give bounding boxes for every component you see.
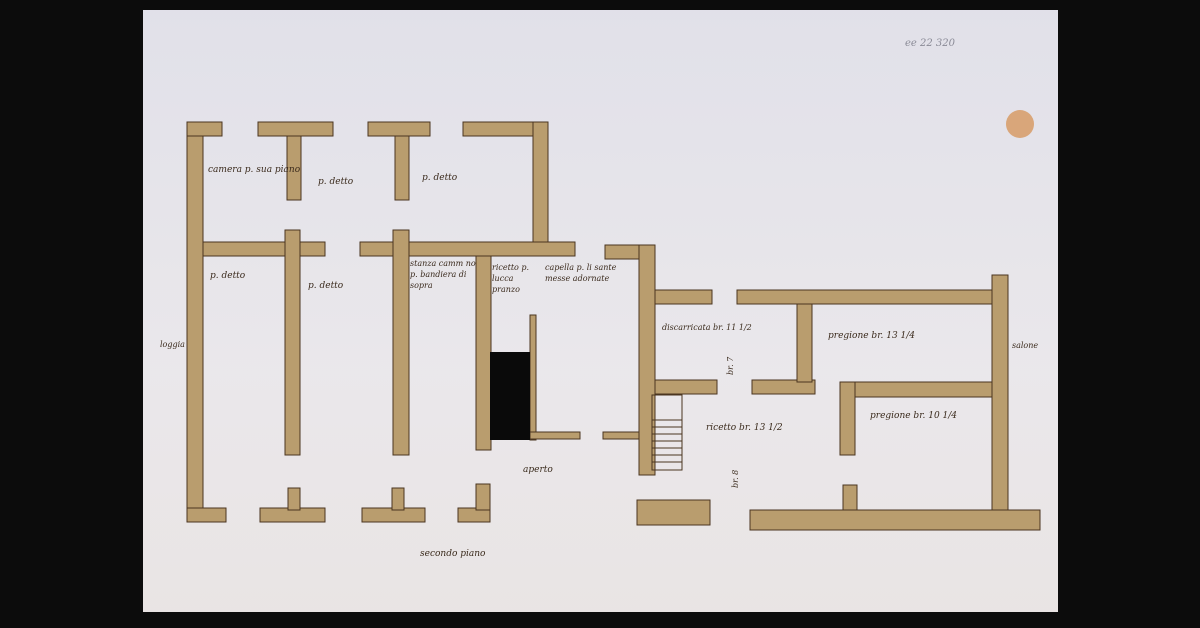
catalog-mark: ee 22 320 [905,38,956,49]
room-label-camera: camera p. sua piano [208,165,301,175]
floor-title: secondo piano [420,549,486,559]
dimension-label-1: br. 7 [726,356,735,375]
room-label-pregione-2: pregione br. 10 1/4 [870,411,957,421]
stain [1006,110,1034,138]
room-label-detto-2: p. detto [422,173,458,183]
room-label-detto-3: p. detto [210,271,246,281]
room-label-ricetto-pranzo: ricetto p. lucca pranzo [492,263,530,294]
room-label-discarricata: discarricata br. 11 1/2 [662,323,752,332]
room-label-detto-4: p. detto [308,281,344,291]
stairwell-void [490,352,530,440]
room-label-stanza: stanza camm no p. bandiera di sopra [410,259,476,290]
staircase [651,394,683,471]
room-label-capella: capella p. li sante messe adornate [545,263,617,283]
room-label-ricetto: ricetto br. 13 1/2 [706,423,783,433]
room-label-salone: salone [1012,341,1038,350]
room-label-pregione-1: pregione br. 13 1/4 [828,331,915,341]
room-label-aperto: aperto [523,465,553,475]
room-label-detto-1: p. detto [318,177,354,187]
room-label-loggia: loggia [160,340,185,349]
walls [186,121,1041,531]
dimension-label-2: br. 8 [731,470,740,488]
